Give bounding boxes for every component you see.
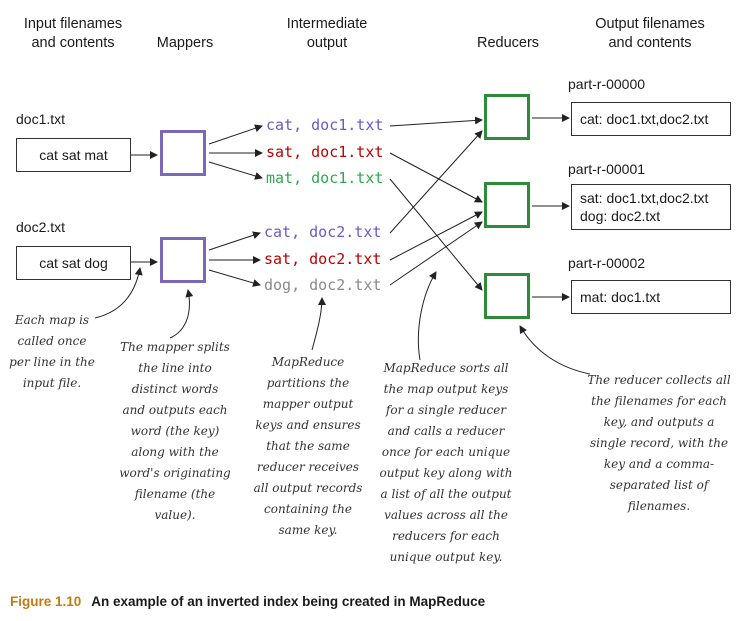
- figure-number: Figure 1.10: [10, 594, 82, 609]
- note-line: partitions the: [266, 376, 350, 390]
- reducer-1: [484, 94, 530, 140]
- note-line: and calls a reducer: [387, 424, 505, 438]
- intermediate-pair-4: cat, doc2.txt: [264, 223, 382, 241]
- header-inputs: Input filenames and contents: [18, 15, 128, 53]
- note-line: reducers for each: [392, 529, 500, 543]
- output-filename-3: part-r-00002: [568, 255, 646, 271]
- output-line: mat: doc1.txt: [580, 289, 661, 305]
- note-line: distinct words: [131, 382, 219, 396]
- note-line: filenames.: [627, 499, 691, 513]
- note-line: MapReduce: [271, 355, 345, 369]
- header-intermediate-line2: output: [306, 35, 348, 51]
- note-line: word's originating: [119, 466, 231, 480]
- input-contents-2: cat sat dog: [16, 246, 131, 280]
- note-line: all output records: [253, 481, 363, 495]
- note-line: a list of all the output: [380, 487, 512, 501]
- note-line: values across all the: [384, 508, 508, 522]
- note-line: and outputs each: [122, 403, 228, 417]
- header-mappers: Mappers: [156, 35, 214, 51]
- note-line: containing the: [264, 502, 352, 516]
- mapper-2: [160, 237, 206, 283]
- note-line: that the same: [266, 439, 350, 453]
- note-line: word (the key): [130, 424, 220, 438]
- output-line: sat: doc1.txt,doc2.txt: [580, 190, 709, 206]
- output-line: dog: doc2.txt: [580, 208, 661, 224]
- header-intermediate-line1: Intermediate: [286, 16, 368, 32]
- header-outputs: Output filenames and contents: [585, 15, 715, 53]
- note-line: unique output key.: [389, 550, 503, 564]
- note-line: key and a comma-: [603, 457, 715, 471]
- note-line: along with the: [131, 445, 219, 459]
- note-partitions: MapReduce partitions the mapper output k…: [247, 352, 369, 541]
- header-inputs-line1: Input filenames: [23, 16, 123, 32]
- note-line: Each map is: [14, 313, 90, 327]
- input-contents-1: cat sat mat: [16, 138, 131, 172]
- output-contents-3: mat: doc1.txt: [571, 280, 731, 314]
- note-line: separated list of: [609, 478, 709, 492]
- header-outputs-line1: Output filenames: [595, 16, 705, 32]
- note-line: mapper output: [262, 397, 354, 411]
- input-filename-2: doc2.txt: [16, 219, 66, 235]
- intermediate-pair-1: cat, doc1.txt: [266, 116, 384, 134]
- note-line: value).: [154, 508, 196, 522]
- note-line: filename (the: [134, 487, 216, 501]
- note-line: output key along with: [379, 466, 513, 480]
- note-line: The reducer collects all: [587, 373, 731, 387]
- figure-caption: Figure 1.10 An example of an inverted ind…: [10, 594, 485, 609]
- intermediate-pair-3: mat, doc1.txt: [266, 169, 384, 187]
- output-contents-1: cat: doc1.txt,doc2.txt: [571, 102, 731, 136]
- note-line: same key.: [278, 523, 338, 537]
- figure-caption-text: An example of an inverted index being cr…: [91, 594, 486, 609]
- reducer-2: [484, 182, 530, 228]
- note-line: single record, with the: [589, 436, 729, 450]
- intermediate-pair-6: dog, doc2.txt: [264, 276, 382, 294]
- mapper-1: [160, 130, 206, 176]
- note-map-called: Each map is called once per line in the …: [4, 310, 100, 394]
- note-line: the map output keys: [383, 382, 509, 396]
- note-line: reducer receives: [256, 460, 360, 474]
- output-line: cat: doc1.txt,doc2.txt: [580, 111, 709, 127]
- note-line: per line in the: [9, 355, 95, 369]
- input-filename-1: doc1.txt: [16, 111, 66, 127]
- note-line: called once: [17, 334, 87, 348]
- note-mapper-splits: The mapper splits the line into distinct…: [114, 337, 236, 526]
- header-outputs-line2: and contents: [608, 35, 692, 51]
- output-filename-2: part-r-00001: [568, 161, 646, 177]
- note-line: MapReduce sorts all: [383, 361, 509, 375]
- note-reducer-collects: The reducer collects all the filenames f…: [583, 370, 735, 517]
- note-line: key, and outputs a: [603, 415, 715, 429]
- note-line: keys and ensures: [255, 418, 361, 432]
- output-contents-2: sat: doc1.txt,doc2.txt dog: doc2.txt: [571, 184, 731, 230]
- header-intermediate: Intermediate output: [272, 15, 382, 53]
- note-line: The mapper splits: [120, 340, 230, 354]
- intermediate-pair-5: sat, doc2.txt: [264, 250, 382, 268]
- output-filename-1: part-r-00000: [568, 76, 646, 92]
- reducer-3: [484, 273, 530, 319]
- header-inputs-line2: and contents: [31, 35, 115, 51]
- note-line: the line into: [138, 361, 212, 375]
- note-sorts: MapReduce sorts all the map output keys …: [374, 358, 518, 568]
- intermediate-pair-2: sat, doc1.txt: [266, 143, 384, 161]
- note-line: input file.: [22, 376, 82, 390]
- note-line: once for each unique: [381, 445, 511, 459]
- header-reducers: Reducers: [476, 35, 540, 51]
- note-line: for a single reducer: [385, 403, 507, 417]
- note-line: the filenames for each: [591, 394, 727, 408]
